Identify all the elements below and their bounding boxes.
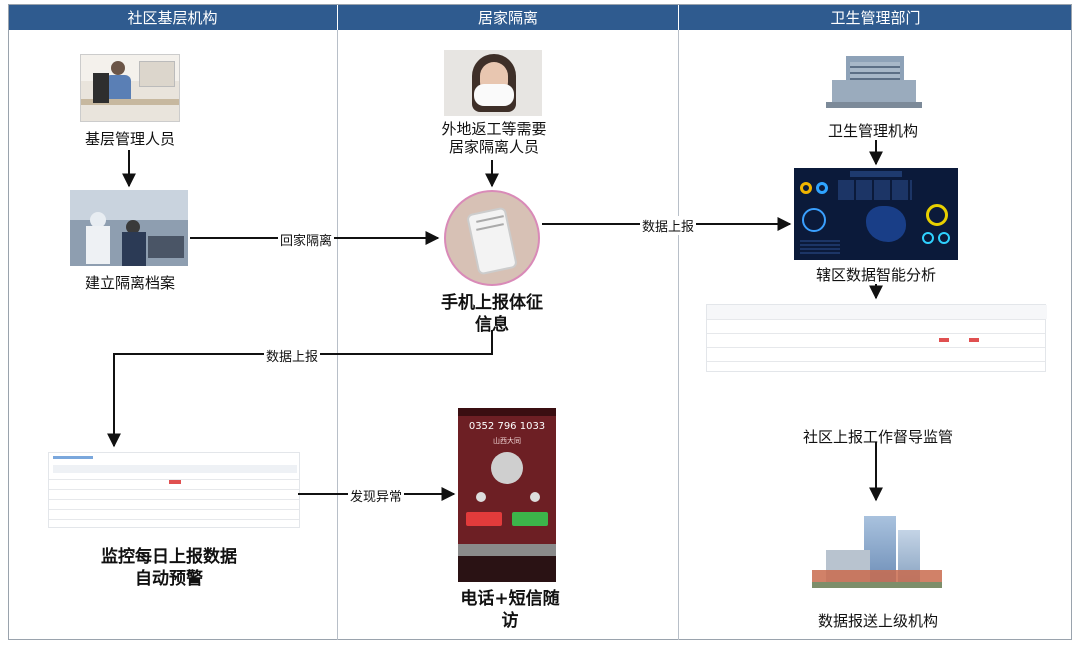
node-archive-label: 建立隔离档案 — [84, 274, 175, 292]
caller-number: 0352 796 1033 — [468, 421, 546, 432]
column-divider — [678, 30, 679, 640]
sneezing-person-photo — [444, 50, 542, 116]
node-submit-label: 数据报送上级机构 — [817, 612, 938, 630]
answer-button — [512, 512, 548, 526]
node-analysis-label: 辖区数据智能分析 — [815, 266, 936, 284]
column-header-home: 居家隔离 — [338, 4, 679, 30]
monitor-table-image — [48, 452, 300, 528]
column-divider — [337, 30, 338, 640]
node-staff-label: 基层管理人员 — [84, 130, 175, 148]
column-header-community: 社区基层机构 — [8, 4, 338, 30]
node-call-sms-label: 电话+短信随访 — [460, 589, 560, 631]
node-returnees-label: 外地返工等需要居家隔离人员 — [441, 120, 547, 156]
diagram-frame — [8, 4, 1072, 640]
node-supervision-label: 社区上报工作督导监管 — [802, 428, 953, 446]
node-monitor-label: 监控每日上报数据自动预警 — [101, 547, 237, 589]
office-staff-photo — [80, 54, 180, 122]
superior-org-building-photo — [812, 512, 942, 590]
node-health-org-label: 卫生管理机构 — [827, 122, 918, 140]
decline-button — [466, 512, 502, 526]
incoming-call-screenshot: 0352 796 1033 山西大同 — [458, 408, 556, 582]
analysis-dashboard-image — [794, 168, 958, 260]
edge-label-data-report: 数据上报 — [640, 216, 697, 235]
edge-label-home-isolation: 回家隔离 — [278, 230, 335, 249]
health-org-building-photo — [826, 52, 922, 108]
isolation-archive-photo — [70, 190, 188, 266]
node-phone-report-label: 手机上报体征信息 — [441, 293, 543, 335]
edge-label-anomaly: 发现异常 — [348, 486, 405, 505]
avatar — [491, 452, 523, 484]
statistics-table-image — [706, 304, 1047, 372]
caller-location: 山西大同 — [493, 437, 521, 445]
phone-report-circle — [444, 190, 540, 286]
edge-label-data-report: 数据上报 — [264, 346, 321, 365]
column-header-health: 卫生管理部门 — [679, 4, 1072, 30]
